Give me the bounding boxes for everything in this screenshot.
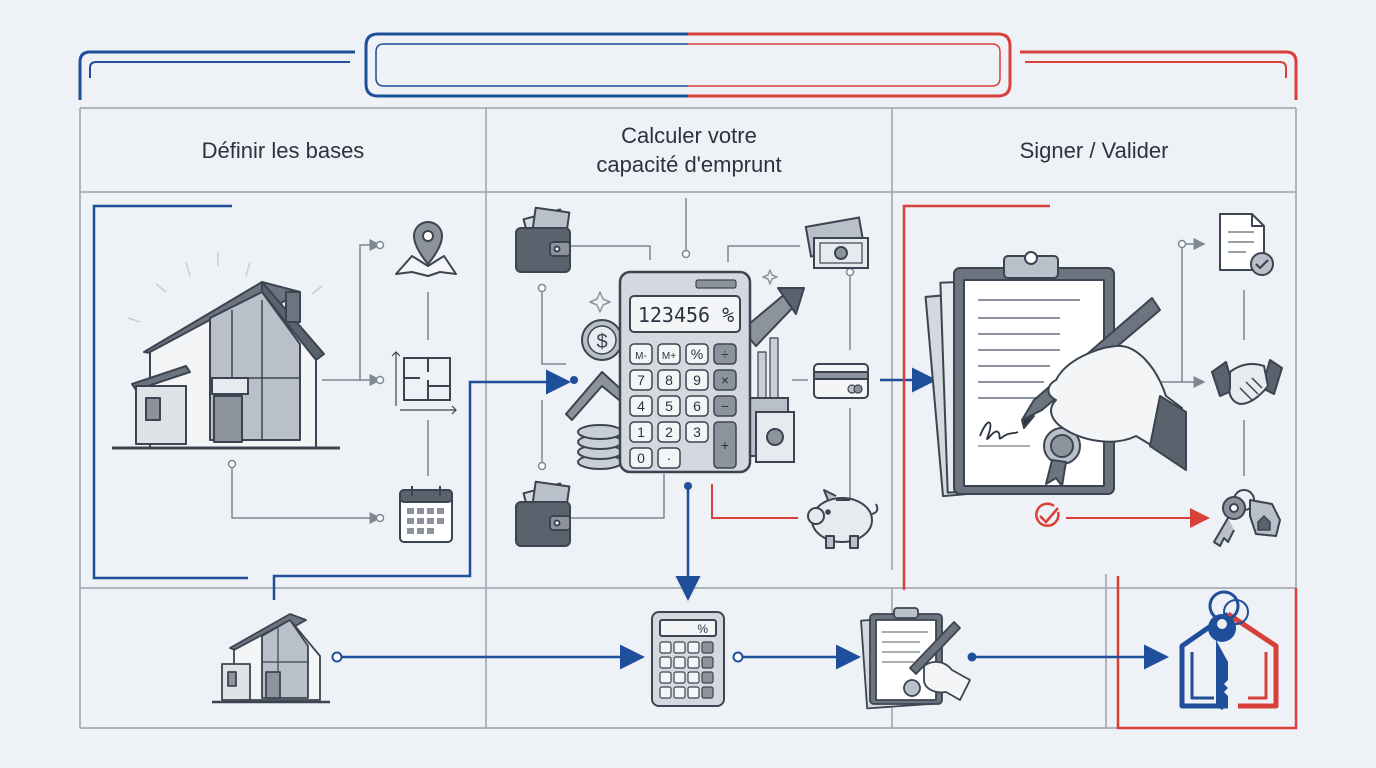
calculator-key (629, 447, 653, 469)
small-calculator-key (687, 686, 700, 699)
calculator-key-label: + (721, 437, 729, 453)
calculator-key-label: 6 (693, 398, 701, 414)
calculator-key (629, 395, 653, 417)
calculator-key-label: % (691, 346, 703, 362)
calculator-key-label: 2 (665, 424, 673, 440)
calculator-key-label: 1 (637, 424, 645, 440)
wallet-icon (515, 480, 571, 547)
column-heading-define: Définir les bases (201, 137, 365, 163)
calculator-key (629, 343, 653, 365)
calculator-key (657, 343, 681, 365)
calculator-key (657, 447, 681, 469)
calculator-key (685, 369, 709, 391)
floor-plan-icon (391, 351, 457, 415)
small-calculator-key (673, 641, 686, 654)
small-calculator-key (687, 671, 700, 684)
calculator-key-label: 9 (693, 372, 701, 388)
dollar-coin-icon: $ (577, 319, 623, 470)
calculator-key-label: 3 (693, 424, 701, 440)
small-calculator-key (701, 656, 714, 669)
small-calculator-key (687, 641, 700, 654)
header-frame (78, 32, 1298, 100)
banknote-icon (747, 397, 795, 463)
calculator-icon: M- M+% ÷ 7 8 9 × 4 5 6 − 1 2 3 +0 · (618, 270, 752, 474)
calculator-key (685, 343, 709, 365)
small-calculator-key (673, 686, 686, 699)
small-calculator-key (659, 686, 672, 699)
calculator-key-label: − (721, 398, 729, 414)
calculator-key-label: 4 (637, 398, 645, 414)
column3-connectors (902, 204, 1298, 730)
contract-icon (860, 607, 971, 710)
column1-connectors (92, 204, 571, 600)
calendar-icon (399, 486, 453, 543)
wallet-icon (515, 206, 571, 273)
svg-text:$: $ (596, 331, 607, 353)
document-check-icon (1219, 213, 1274, 276)
calculator-key-label: M- (635, 351, 647, 362)
small-calculator-key (701, 641, 714, 654)
calculator-key (629, 421, 653, 443)
signing-hand-icon (1021, 297, 1187, 471)
calculator-key (657, 369, 681, 391)
small-calculator-key (659, 656, 672, 669)
column2-connectors (541, 198, 937, 601)
calculator-key-label: · (667, 450, 672, 466)
map-pin-icon (395, 221, 457, 277)
calculator-key-label: 8 (665, 372, 673, 388)
small-calculator-key (701, 686, 714, 699)
check-circle-icon (1035, 502, 1060, 527)
banknote-icon (804, 216, 869, 269)
calculator-key-label: M+ (662, 351, 676, 362)
calculator-key (713, 369, 737, 391)
piggy-bank-icon (807, 489, 879, 549)
growth-arrow-icon (565, 269, 805, 421)
calculator-key (713, 421, 737, 469)
calculator-key (629, 369, 653, 391)
calculator-key-label: 7 (637, 372, 645, 388)
calculator-key (657, 395, 681, 417)
calculator-key-label: × (721, 372, 729, 388)
small-calculator-key (673, 671, 686, 684)
calculator-key-label: 5 (665, 398, 673, 414)
calculator-icon (651, 611, 725, 707)
handshake-icon (1211, 359, 1283, 405)
small-calculator-key (673, 656, 686, 669)
column-heading-sign: Signer / Valider (1019, 137, 1169, 163)
calculator-key (657, 421, 681, 443)
calculator-key (685, 421, 709, 443)
column-heading-calculate: Calculer votre capacité d'emprunt (596, 123, 782, 177)
small-calculator-key (701, 671, 714, 684)
small-calculator-key (659, 641, 672, 654)
keys-icon (1213, 489, 1281, 547)
calculator-key (713, 395, 737, 417)
small-calculator-key (687, 656, 700, 669)
house-icon (212, 613, 330, 704)
contract-clipboard-icon (924, 251, 1115, 498)
house-key-icon (1179, 590, 1279, 710)
calculator-display: 123456 % (638, 303, 734, 327)
calculator-key-label: 0 (637, 450, 645, 466)
calculator-key (685, 395, 709, 417)
house-icon (112, 252, 340, 450)
small-calculator-display: % (697, 622, 708, 636)
credit-card-icon (813, 363, 869, 399)
small-calculator-key (659, 671, 672, 684)
calculator-keypad: M- M+% ÷ 7 8 9 × 4 5 6 − 1 2 3 +0 · (629, 343, 737, 469)
calculator-key-label: ÷ (721, 346, 729, 362)
calculator-key (713, 343, 737, 365)
